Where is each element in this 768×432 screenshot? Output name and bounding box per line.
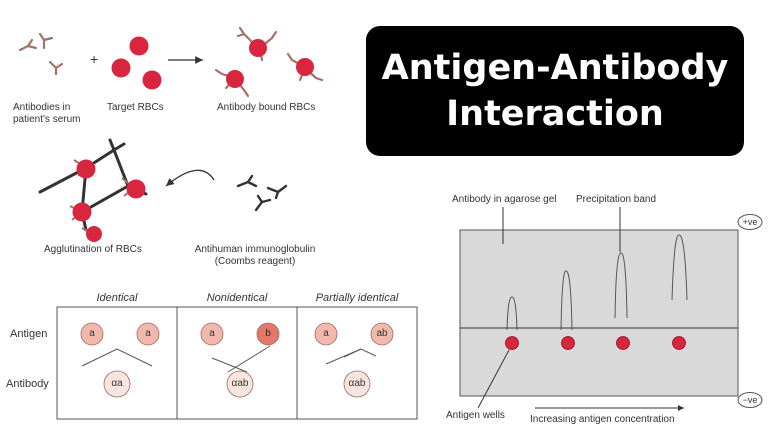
antigen-label: a xyxy=(89,328,95,339)
coombs-label-line-1: Antihuman immunoglobulin xyxy=(194,244,316,255)
antibody-label: αa xyxy=(111,378,123,389)
title-line-1: Antigen-Antibody xyxy=(381,48,729,88)
plus-sign: + xyxy=(90,51,98,67)
gel-plate xyxy=(459,229,739,397)
antibody-label: αab xyxy=(231,378,249,389)
band-label: Precipitation band xyxy=(576,194,657,205)
agglutinated-rbcs xyxy=(38,138,148,242)
precipitation-bands xyxy=(506,234,688,331)
antigen-label: a xyxy=(209,328,215,339)
bound-rbcs xyxy=(214,26,324,98)
coombs-antibodies xyxy=(236,174,288,212)
antigen-label: ab xyxy=(376,328,388,339)
antibody-circles xyxy=(103,370,371,398)
gel-label: Antibody in agarose gel xyxy=(452,194,557,205)
electrode-markers xyxy=(737,214,763,408)
title-box: Antigen-Antibody Interaction xyxy=(366,26,744,156)
agglutination-label: Agglutination of RBCs xyxy=(44,244,142,255)
coombs-label: Antihuman immunoglobulin (Coombs reagent… xyxy=(185,244,325,268)
arrow-to-agglutination xyxy=(165,169,215,187)
pointer-lines xyxy=(477,207,621,409)
concentration-label: Increasing antigen concentration xyxy=(530,414,675,425)
antigen-label: a xyxy=(323,328,329,339)
antigen-label: b xyxy=(265,328,271,339)
target-rbcs-label: Target RBCs xyxy=(107,102,164,113)
immunodiffusion-grid xyxy=(56,306,418,420)
bound-rbcs-label: Antibody bound RBCs xyxy=(217,102,316,113)
wells-label: Antigen wells xyxy=(446,410,505,421)
header-nonidentical: Nonidentical xyxy=(206,292,268,304)
antibodies-label: Antibodies in patient's serum xyxy=(13,102,81,125)
header-partially-identical: Partially identical xyxy=(315,292,399,304)
positive-electrode-label: +ve xyxy=(742,217,758,227)
coombs-label-line-2: (Coombs reagent) xyxy=(214,256,296,267)
row-label-antigen: Antigen xyxy=(10,328,48,340)
antigen-wells xyxy=(505,336,686,350)
negative-electrode-label: −ve xyxy=(742,395,758,405)
antigen-label: a xyxy=(145,328,151,339)
title-line-2: Interaction xyxy=(446,94,664,134)
row-label-antibody: Antibody xyxy=(6,378,49,390)
antigen-circles xyxy=(80,322,394,346)
antibody-label: αab xyxy=(348,378,366,389)
target-rbcs xyxy=(111,36,162,90)
precipitin-lines xyxy=(81,345,377,373)
header-identical: Identical xyxy=(96,292,138,304)
free-antibodies xyxy=(18,32,64,76)
